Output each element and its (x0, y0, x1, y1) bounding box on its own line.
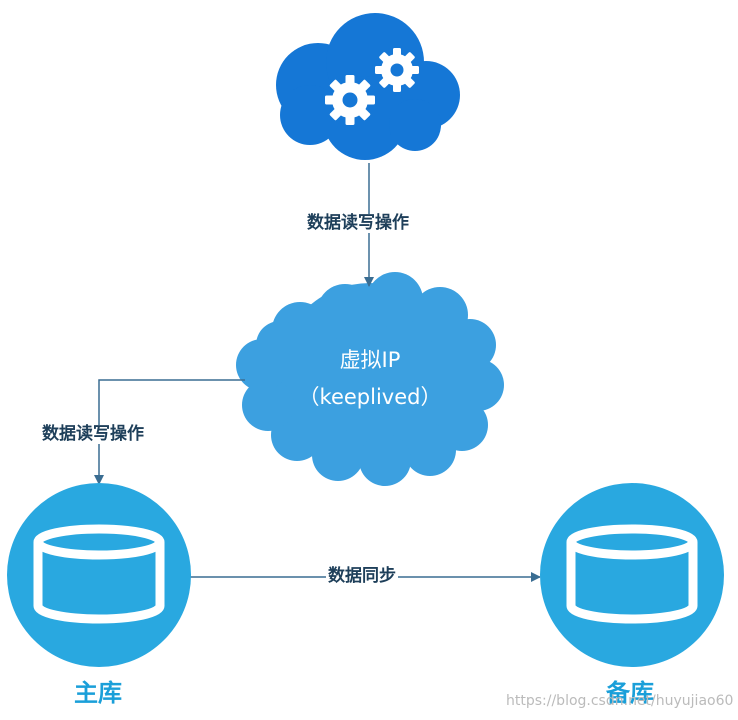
vip-cloud-subtitle: （keeplived） (298, 385, 442, 409)
master-database-label: 主库 (74, 679, 122, 707)
arrow-vip-to-master (94, 379, 245, 485)
edge-label-vip-to-master: 数据读写操作 (40, 424, 146, 444)
edge-label-master-to-backup: 数据同步 (326, 566, 398, 586)
app-cloud-icon (276, 13, 460, 160)
watermark-text: https://blog.csdn.net/huyujiao60 (506, 693, 734, 709)
backup-database-icon (540, 483, 724, 667)
gear-icon (375, 48, 419, 92)
vip-cloud-title: 虚拟IP (339, 348, 401, 372)
backup-database-label: 备库 (606, 679, 654, 707)
edge-label-client-to-vip: 数据读写操作 (305, 213, 411, 233)
vip-cloud-shape (236, 272, 504, 486)
master-database-icon (7, 483, 191, 667)
gear-icon (325, 75, 375, 125)
